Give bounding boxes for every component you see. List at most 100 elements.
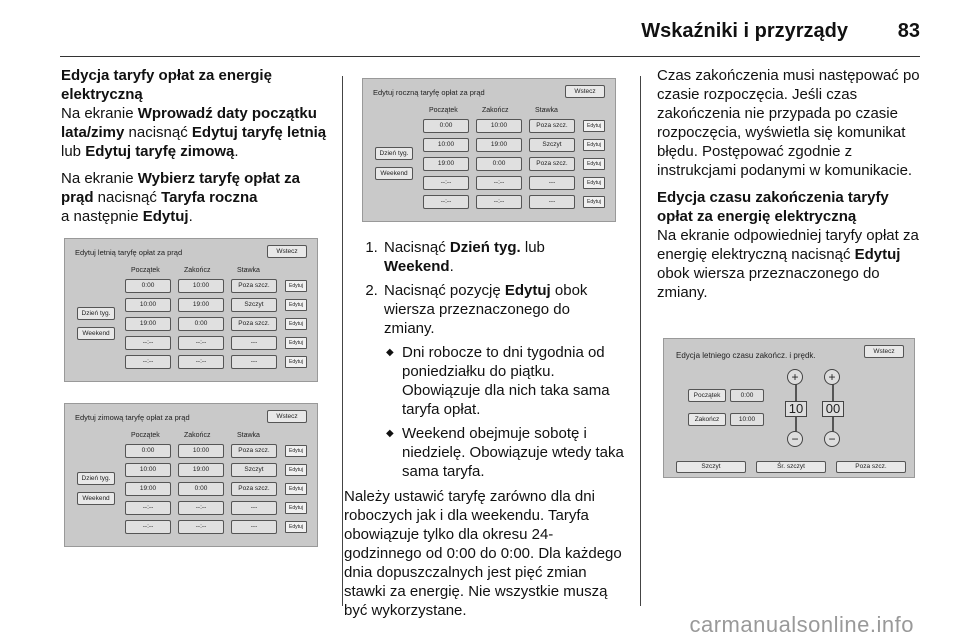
table-cell-end: 0:00: [178, 317, 224, 331]
column-header-end: Zakończ: [482, 107, 509, 114]
weekend-button[interactable]: Weekend: [77, 492, 115, 505]
table-cell-start: 19:00: [125, 482, 171, 496]
edit-button[interactable]: Edytuj: [583, 196, 605, 208]
table-cell-rate: ---: [231, 336, 277, 350]
winter-tariff-screen: Edytuj zimową taryfę opłat za prąd Wstecz…: [64, 403, 318, 547]
header-rule: [60, 56, 920, 57]
rate-button-mid-peak[interactable]: Śr. szczyt: [756, 461, 826, 473]
table-cell-rate: Szczyt: [529, 138, 575, 152]
bullet-item: Weekend obejmuje sobotę i niedzielę. Obo…: [384, 424, 624, 481]
table-cell-rate: Poza szcz.: [231, 444, 277, 458]
table-cell-end: --:--: [178, 355, 224, 369]
column-header-end: Zakończ: [184, 432, 211, 439]
weekday-button[interactable]: Dzień tyg.: [77, 472, 115, 485]
column-header-end: Zakończ: [184, 267, 211, 274]
table-cell-rate: ---: [231, 355, 277, 369]
paragraph: Na ekranie Wybierz taryfę opłat za prąd …: [61, 170, 300, 225]
edit-button[interactable]: Edytuj: [285, 356, 307, 368]
edit-button[interactable]: Edytuj: [583, 139, 605, 151]
table-cell-start: 0:00: [423, 119, 469, 133]
table-cell-start: --:--: [423, 195, 469, 209]
edit-button[interactable]: Edytuj: [285, 464, 307, 476]
column-header-start: Początek: [131, 432, 160, 439]
edit-button[interactable]: Edytuj: [285, 337, 307, 349]
table-cell-rate: Poza szcz.: [529, 119, 575, 133]
column-header-rate: Stawka: [237, 267, 260, 274]
table-cell-start: 0:00: [125, 444, 171, 458]
paragraph: Należy ustawić taryfę zarówno dla dni ro…: [344, 488, 622, 619]
hours-plus-button[interactable]: +: [787, 369, 803, 385]
end-label-button[interactable]: Zakończ: [688, 413, 726, 426]
step-1: Nacisnąć Dzień tyg. lub Weekend.: [382, 238, 624, 276]
minutes-plus-button[interactable]: +: [824, 369, 840, 385]
column-header-rate: Stawka: [237, 432, 260, 439]
step-2: Nacisnąć pozycję Edytuj obok wiersza prz…: [382, 281, 624, 481]
column-1: Edycja taryfy opłat za energię elektrycz…: [61, 66, 329, 234]
weekday-button[interactable]: Dzień tyg.: [77, 307, 115, 320]
weekend-button[interactable]: Weekend: [375, 167, 413, 180]
edit-button[interactable]: Edytuj: [583, 158, 605, 170]
screen-title: Edytuj zimową taryfę opłat za prąd: [75, 413, 190, 422]
table-cell-rate: ---: [529, 195, 575, 209]
column-header-rate: Stawka: [535, 107, 558, 114]
screen-title: Edytuj roczną taryfę opłat za prąd: [373, 88, 485, 97]
table-cell-rate: Szczyt: [231, 298, 277, 312]
table-cell-end: 10:00: [178, 279, 224, 293]
screen-title: Edycja letniego czasu zakończ. i prędk.: [676, 351, 816, 360]
table-cell-rate: Poza szcz.: [529, 157, 575, 171]
table-cell-end: 19:00: [178, 298, 224, 312]
table-cell-end: --:--: [178, 520, 224, 534]
page-number: 83: [897, 20, 920, 42]
end-value: 10:00: [730, 413, 764, 426]
table-cell-start: 0:00: [125, 279, 171, 293]
edit-button[interactable]: Edytuj: [285, 483, 307, 495]
minutes-minus-button[interactable]: −: [824, 431, 840, 447]
table-cell-end: --:--: [476, 195, 522, 209]
back-button[interactable]: Wstecz: [565, 85, 605, 98]
paragraph: Czas zakończenia musi następować po czas…: [657, 67, 920, 179]
table-cell-start: --:--: [125, 336, 171, 350]
edit-button[interactable]: Edytuj: [583, 177, 605, 189]
back-button[interactable]: Wstecz: [267, 410, 307, 423]
edit-button[interactable]: Edytuj: [285, 299, 307, 311]
edit-button[interactable]: Edytuj: [285, 280, 307, 292]
table-cell-end: 10:00: [178, 444, 224, 458]
edit-button[interactable]: Edytuj: [285, 318, 307, 330]
column-divider-2: [640, 76, 641, 606]
time-edit-screen: Edycja letniego czasu zakończ. i prędk. …: [663, 338, 915, 478]
hours-display: 10: [785, 401, 807, 417]
rate-button-peak[interactable]: Szczyt: [676, 461, 746, 473]
table-cell-start: 10:00: [125, 463, 171, 477]
table-cell-start: 10:00: [423, 138, 469, 152]
table-cell-rate: ---: [231, 501, 277, 515]
rate-button-off-peak[interactable]: Poza szcz.: [836, 461, 906, 473]
edit-button[interactable]: Edytuj: [285, 502, 307, 514]
table-cell-end: 19:00: [178, 463, 224, 477]
table-cell-end: --:--: [178, 336, 224, 350]
table-cell-rate: ---: [231, 520, 277, 534]
paragraph: Na ekranie Wprowadź daty początku lata/z…: [61, 105, 327, 160]
steps-list: Nacisnąć Dzień tyg. lub Weekend. Nacisną…: [382, 238, 624, 481]
hours-minus-button[interactable]: −: [787, 431, 803, 447]
table-cell-rate: Poza szcz.: [231, 279, 277, 293]
start-label-button[interactable]: Początek: [688, 389, 726, 402]
edit-button[interactable]: Edytuj: [583, 120, 605, 132]
table-cell-rate: Poza szcz.: [231, 317, 277, 331]
edit-button[interactable]: Edytuj: [285, 521, 307, 533]
paragraph: Na ekranie odpowiedniej taryfy opłat za …: [657, 227, 919, 301]
weekend-button[interactable]: Weekend: [77, 327, 115, 340]
section-heading: Edycja taryfy opłat za energię elektrycz…: [61, 67, 272, 103]
table-cell-start: --:--: [125, 520, 171, 534]
table-cell-start: --:--: [423, 176, 469, 190]
back-button[interactable]: Wstecz: [267, 245, 307, 258]
back-button[interactable]: Wstecz: [864, 345, 904, 358]
table-cell-start: 19:00: [125, 317, 171, 331]
column-3: Czas zakończenia musi następować po czas…: [657, 66, 927, 310]
minutes-display: 00: [822, 401, 844, 417]
bullet-list: Dni robocze to dni tygodnia od poniedzia…: [384, 343, 624, 481]
edit-button[interactable]: Edytuj: [285, 445, 307, 457]
weekday-button[interactable]: Dzień tyg.: [375, 147, 413, 160]
bullet-item: Dni robocze to dni tygodnia od poniedzia…: [384, 343, 624, 419]
column-header-start: Początek: [131, 267, 160, 274]
